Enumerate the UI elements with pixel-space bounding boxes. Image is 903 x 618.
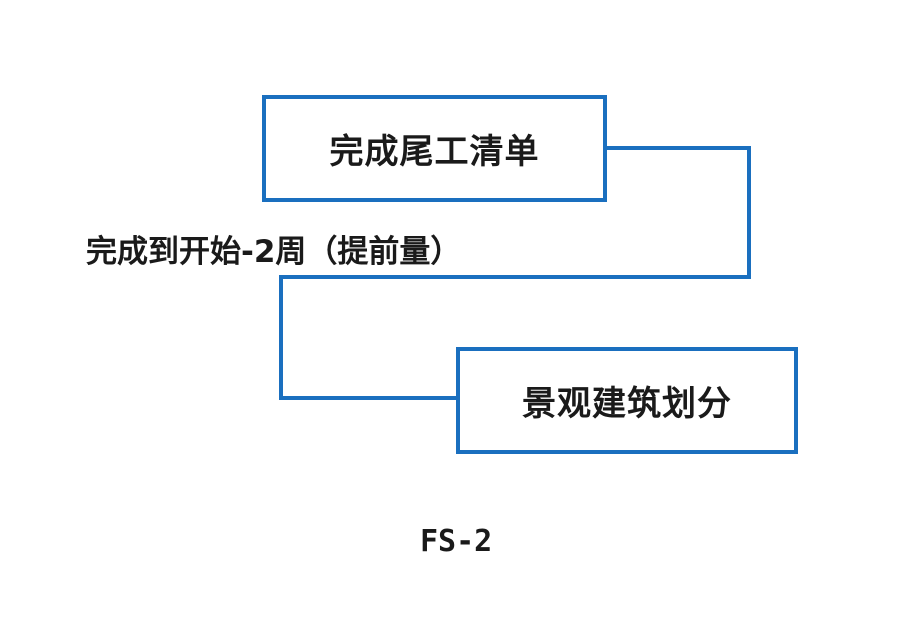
diagram-caption: FS-2 (420, 524, 493, 559)
successor-task-label: 景观建筑划分 (522, 384, 732, 424)
predecessor-task-box: 完成尾工清单 (262, 95, 607, 202)
predecessor-task-label: 完成尾工清单 (329, 132, 540, 172)
fs-dependency-connector (279, 146, 751, 400)
successor-task-box: 景观建筑划分 (456, 347, 798, 454)
relationship-label: 完成到开始-2周（提前量） (86, 234, 462, 270)
